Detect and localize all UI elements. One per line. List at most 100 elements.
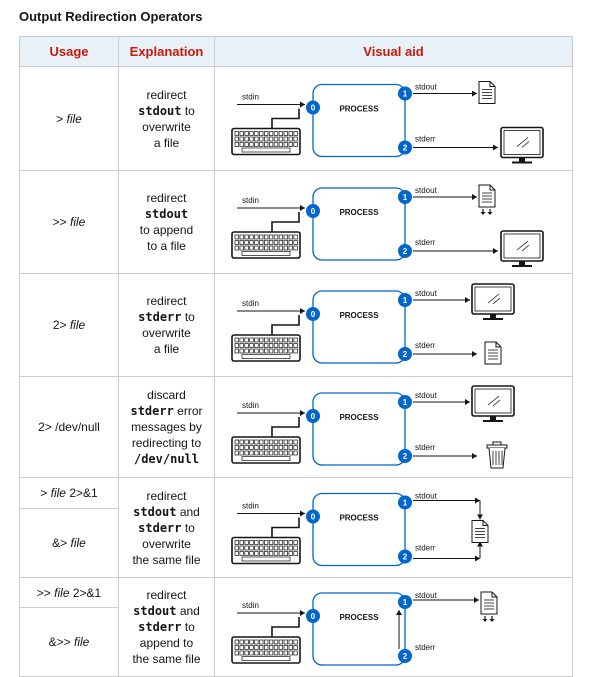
stdin-label: stdin <box>242 93 259 102</box>
usage-suffix: 2>&1 <box>65 486 98 501</box>
stdin-arrow <box>237 610 305 616</box>
code-keyword: stdout <box>138 103 182 118</box>
explanation-line: stderr to <box>138 620 195 634</box>
fd2-badge: 2 <box>398 649 412 663</box>
usage-syntax: > file <box>56 112 82 126</box>
table-header-row: Usage Explanation Visual aid <box>19 36 573 67</box>
stdout-line <box>413 497 480 504</box>
usage-argument: file <box>74 635 90 650</box>
stderr-label: stderr <box>415 238 436 247</box>
svg-text:1: 1 <box>403 90 408 99</box>
fd1-badge: 1 <box>398 495 412 510</box>
keyboard-icon <box>231 436 301 464</box>
usage-syntax: >> file 2>&1 <box>37 586 101 600</box>
stdin-arrow <box>237 205 305 211</box>
explanation-line: /dev/null <box>121 451 212 467</box>
explanation-line: overwrite <box>142 326 191 340</box>
usage-argument: file <box>50 486 66 501</box>
fd2-badge: 2 <box>398 140 412 155</box>
explanation-line: redirect <box>146 588 187 602</box>
stdout-label: stdout <box>415 289 438 298</box>
keyboard-cable <box>271 315 300 335</box>
monitor-icon <box>471 283 515 320</box>
svg-text:0: 0 <box>311 310 316 319</box>
usage-operator: &> <box>52 536 71 551</box>
stderr-line <box>413 555 480 562</box>
svg-text:PROCESS: PROCESS <box>339 514 379 523</box>
svg-text:2: 2 <box>403 247 408 256</box>
keyboard-cable <box>271 108 300 129</box>
explanation-line: a file <box>153 135 180 150</box>
keyboard-cable <box>271 212 300 232</box>
explanation-line: append to <box>139 636 194 650</box>
stdin-arrow <box>237 510 305 517</box>
stdout-label: stdout <box>415 391 438 400</box>
svg-text:PROCESS: PROCESS <box>339 413 379 422</box>
stderr-arrow <box>413 248 498 254</box>
stderr-label: stderr <box>415 341 436 350</box>
usage-argument: file <box>70 215 86 229</box>
fd0-badge: 0 <box>306 409 320 423</box>
keyboard-icon <box>231 536 301 565</box>
svg-text:1: 1 <box>403 598 408 607</box>
file-append-icon <box>480 591 498 622</box>
explanation-line: stderr to <box>138 310 195 324</box>
usage-syntax: 2> file <box>53 318 85 332</box>
process-box: PROCESS <box>312 187 406 261</box>
process-box: PROCESS <box>312 592 406 666</box>
stderr-arrow <box>396 610 402 649</box>
usage-operator: 2> <box>38 420 56 434</box>
header-explanation: Explanation <box>118 36 215 67</box>
usage-cell: &> file <box>19 508 119 578</box>
keyboard-cable <box>271 517 300 538</box>
stdout-label: stdout <box>415 591 438 600</box>
stderr-label: stderr <box>415 544 436 553</box>
stderr-label: stderr <box>415 135 436 144</box>
stdin-label: stdin <box>242 196 259 205</box>
explanation-line: the same file <box>132 552 201 567</box>
usage-cell: > file 2>&1 <box>19 476 119 510</box>
fd0-badge: 0 <box>306 509 320 524</box>
fd0-badge: 0 <box>306 100 320 115</box>
svg-text:1: 1 <box>403 193 408 202</box>
keyboard-icon <box>231 127 301 156</box>
svg-text:PROCESS: PROCESS <box>339 311 379 320</box>
explanation-line: stdout to <box>138 103 195 118</box>
explanation-line: a file <box>153 342 180 356</box>
usage-operator: >> <box>36 585 55 600</box>
usage-argument: file <box>66 111 82 126</box>
keyboard-cable <box>271 417 300 437</box>
explanation-line: redirect <box>146 87 187 102</box>
stdout-arrow <box>413 90 477 97</box>
usage-syntax: &>> file <box>49 635 90 649</box>
fd2-badge: 2 <box>398 244 412 258</box>
explanation-line: stdout and <box>133 504 200 519</box>
stderr-arrow <box>413 144 498 151</box>
explanation-line: redirect <box>146 191 187 205</box>
keyboard-icon <box>231 636 301 664</box>
header-visual-aid: Visual aid <box>214 36 573 67</box>
fd1-badge: 1 <box>398 190 412 204</box>
usage-operator: >> <box>52 215 70 229</box>
explanation-line: overwrite <box>142 536 191 551</box>
stdin-label: stdin <box>242 502 259 511</box>
stderr-label: stderr <box>415 643 436 652</box>
usage-argument: file <box>70 536 86 551</box>
process-box: PROCESS <box>312 392 406 466</box>
stdout-arrow <box>477 500 483 520</box>
svg-text:0: 0 <box>311 412 316 421</box>
fd2-badge: 2 <box>398 549 412 564</box>
explanation-line: to a file <box>147 239 186 253</box>
usage-syntax: > file 2>&1 <box>40 486 97 500</box>
